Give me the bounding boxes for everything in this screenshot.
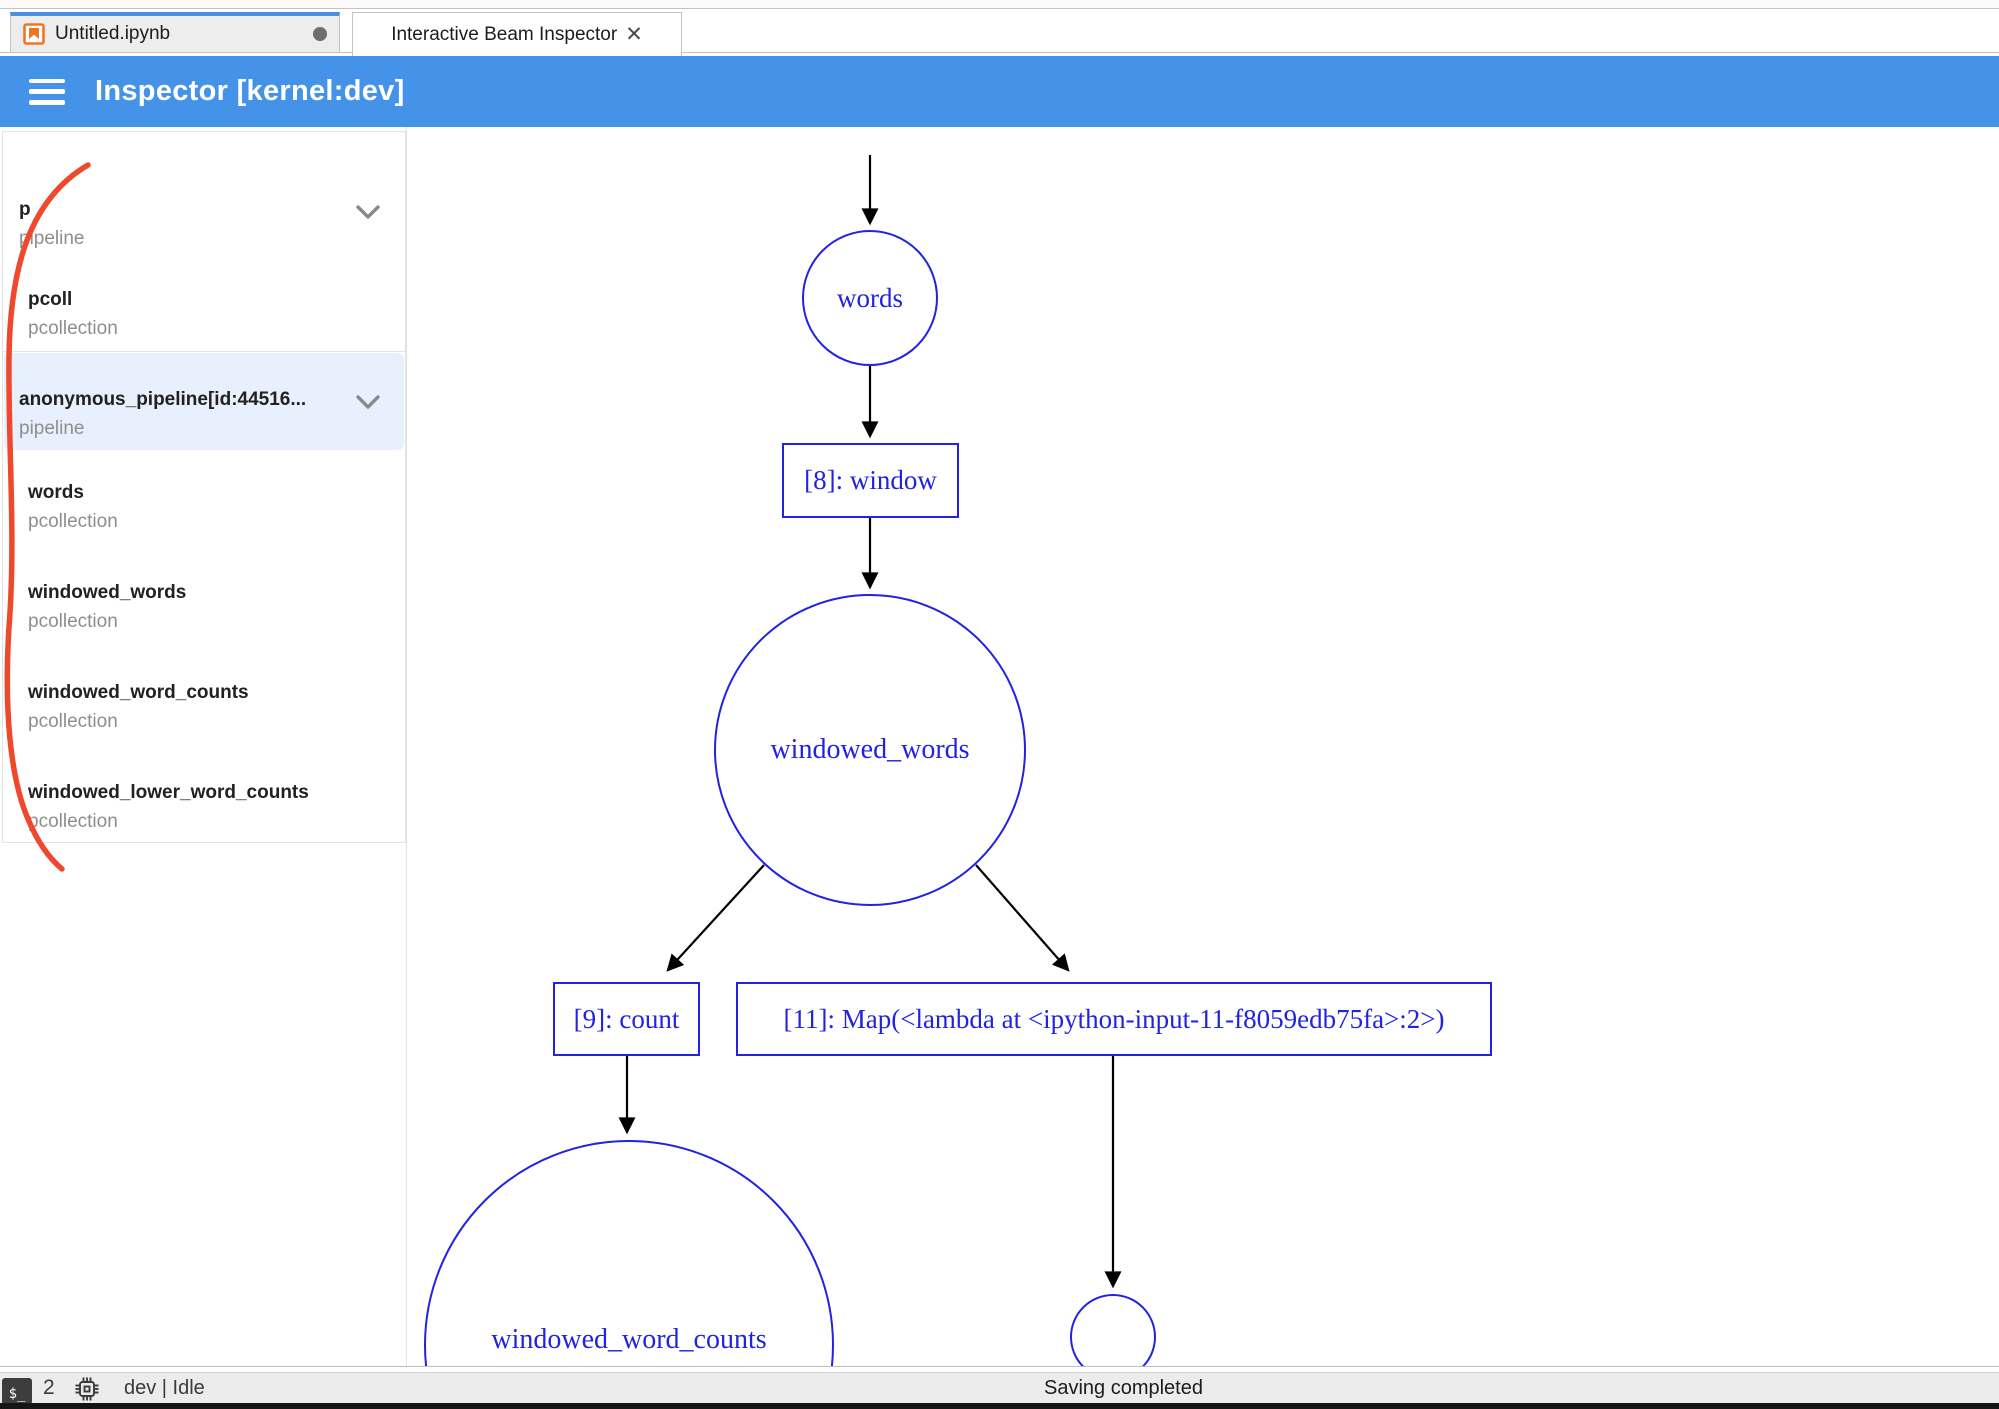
graph-node-windowed-lower-word-counts [1070, 1294, 1156, 1366]
tab-label: Untitled.ipynb [55, 23, 171, 44]
page-title: Inspector [kernel:dev] [95, 75, 405, 107]
inspector-content: p pipeline pcoll pcollection anonymous_p… [0, 127, 1999, 1367]
status-bar: $_ 2 dev | Idle Saving completed [0, 1372, 1999, 1405]
node-label: windowed_word_counts [491, 1324, 767, 1355]
window-bottom-edge [0, 1403, 1999, 1409]
close-icon[interactable]: ✕ [625, 23, 643, 46]
tab-bar-baseline [0, 52, 1999, 53]
edge-windowed-words-to-map [975, 864, 1070, 972]
tab-beam-inspector[interactable]: Interactive Beam Inspector ✕ [352, 12, 682, 56]
pipeline-graph-edges [618, 155, 1122, 1289]
graph-node-window-transform: [8]: window [782, 443, 959, 518]
node-label: [8]: window [804, 465, 937, 495]
inspector-app-bar: Inspector [kernel:dev] [0, 56, 1999, 127]
group-divider [3, 351, 405, 352]
panel-divider [406, 127, 407, 1366]
chevron-down-icon[interactable] [353, 202, 383, 222]
graph-node-windowed-words: windowed_words [714, 594, 1026, 906]
kernel-status[interactable]: dev | Idle [124, 1377, 205, 1399]
hamburger-menu-icon[interactable] [29, 78, 65, 105]
window-top-strip [0, 0, 1999, 9]
chevron-down-icon[interactable] [353, 392, 383, 412]
node-label: [11]: Map(<lambda at <ipython-input-11-f… [783, 1003, 1445, 1034]
kernel-chip-icon[interactable] [74, 1376, 100, 1402]
item-name: windowed_lower_word_counts [28, 782, 309, 803]
graph-node-words: words [802, 230, 938, 366]
edge-windowed-words-to-count [666, 864, 765, 972]
notebook-icon [23, 23, 45, 45]
save-status-message: Saving completed [1044, 1377, 1203, 1399]
node-label: windowed_words [770, 734, 970, 765]
graph-node-map-transform: [11]: Map(<lambda at <ipython-input-11-f… [736, 982, 1492, 1056]
graph-node-count-transform: [9]: count [553, 982, 700, 1056]
terminal-icon[interactable]: $_ [2, 1378, 32, 1405]
node-label: words [837, 282, 903, 313]
terminal-count[interactable]: 2 [43, 1376, 55, 1399]
node-label: [9]: count [573, 1003, 680, 1034]
tab-untitled-notebook[interactable]: Untitled.ipynb [10, 12, 340, 53]
tab-label: Interactive Beam Inspector [391, 23, 618, 45]
unsaved-dot-icon[interactable] [313, 27, 327, 41]
item-name: anonymous_pipeline[id:44516... [19, 389, 307, 410]
dock-tab-bar: Untitled.ipynb Interactive Beam Inspecto… [0, 10, 1999, 56]
